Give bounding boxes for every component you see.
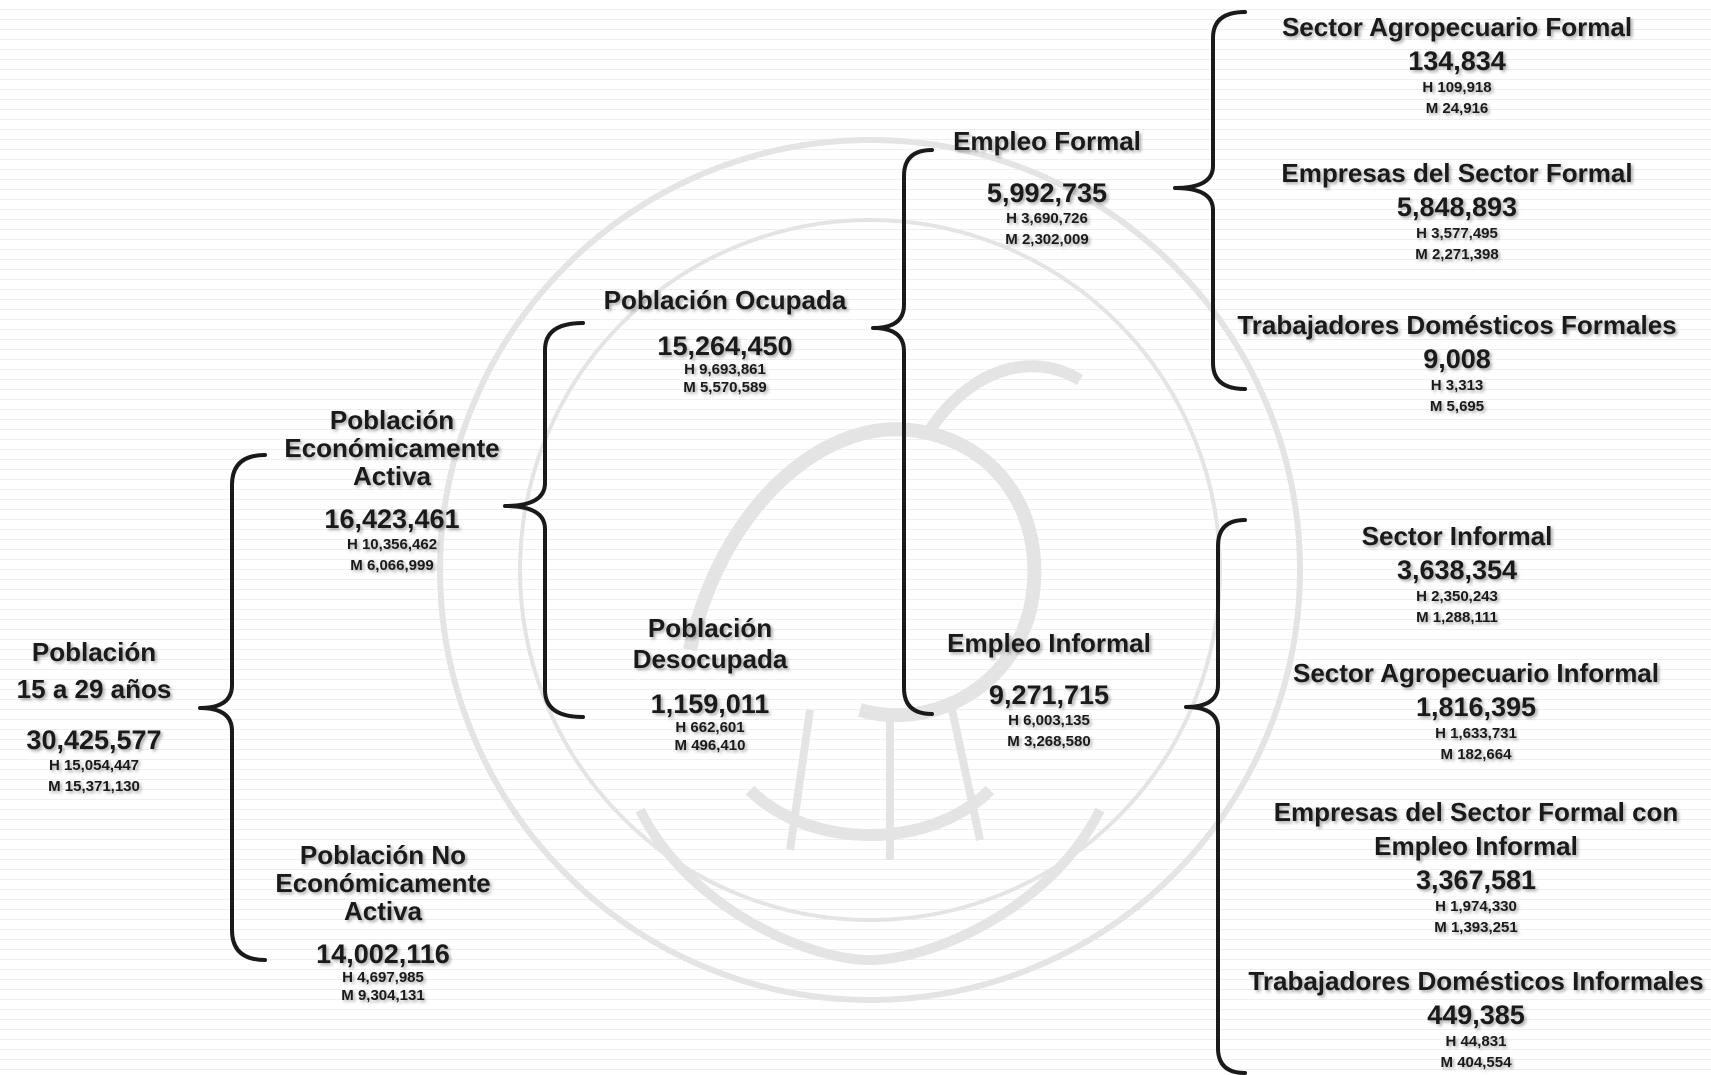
node-men: H 44,831 xyxy=(1445,1033,1507,1050)
node-men: H 3,690,726 xyxy=(1006,210,1088,227)
node-label: Sector Informal xyxy=(1361,521,1553,551)
node-women: M 6,066,999 xyxy=(350,557,434,574)
node-total: 5,992,735 xyxy=(986,178,1108,208)
node-men: H 15,054,447 xyxy=(48,757,140,774)
node-women: M 5,570,589 xyxy=(683,379,767,396)
node-label: Trabajadores Domésticos Formales xyxy=(1237,310,1677,340)
node-label: Desocupada xyxy=(632,644,788,674)
node-total: 14,002,116 xyxy=(316,939,450,969)
node-men: H 2,350,243 xyxy=(1416,588,1498,605)
node-label: Población xyxy=(31,637,157,667)
node-label: Económicamente xyxy=(284,433,500,463)
node-empresas-sector-formal: Empresas del Sector Formal 5,848,893 H 3… xyxy=(1281,158,1632,265)
node-sector-agropecuario-formal: Sector Agropecuario Formal 134,834 H 109… xyxy=(1282,12,1632,119)
node-total: 5,848,893 xyxy=(1396,192,1518,222)
node-total: 15,264,450 xyxy=(657,331,793,361)
node-label: Sector Agropecuario Informal xyxy=(1293,658,1659,688)
node-women: M 496,410 xyxy=(674,737,746,754)
node-poblacion-ocupada: Población Ocupada 15,264,450 H 9,693,861… xyxy=(604,285,847,397)
bracket-pea xyxy=(503,321,585,719)
node-men: H 6,003,135 xyxy=(1008,712,1090,729)
node-total: 3,367,581 xyxy=(1415,865,1537,895)
node-label: Población Ocupada xyxy=(603,285,847,315)
node-label: Empresas del Sector Formal xyxy=(1281,158,1633,188)
node-empleo-formal: Empleo Formal 5,992,735 H 3,690,726 M 2,… xyxy=(953,126,1141,250)
node-women: M 1,393,251 xyxy=(1434,919,1518,936)
node-women: M 5,695 xyxy=(1429,398,1485,415)
node-label: Población No xyxy=(299,840,467,870)
bracket-informal xyxy=(1184,518,1247,1075)
node-poblacion-no-economicamente-activa: Población No Económicamente Activa 14,00… xyxy=(275,841,490,1005)
node-women: M 9,304,131 xyxy=(341,987,425,1004)
node-men: H 3,577,495 xyxy=(1416,225,1498,242)
node-total: 9,271,715 xyxy=(988,680,1110,710)
node-men: H 10,356,462 xyxy=(346,536,438,553)
bracket-ocupada xyxy=(871,148,934,716)
node-total: 449,385 xyxy=(1427,1000,1525,1030)
node-women: M 404,554 xyxy=(1440,1054,1512,1071)
bracket-root xyxy=(198,453,267,962)
node-total: 16,423,461 xyxy=(324,504,460,534)
node-empresas-formal-con-empleo-informal: Empresas del Sector Formal con Empleo In… xyxy=(1274,795,1679,938)
node-total: 30,425,577 xyxy=(26,725,162,755)
node-label: Empleo Informal xyxy=(1374,831,1578,861)
node-women: M 1,288,111 xyxy=(1416,609,1498,626)
node-label: Empresas del Sector Formal con xyxy=(1273,797,1679,827)
node-total: 1,159,011 xyxy=(650,689,770,719)
node-label: Económicamente xyxy=(275,868,491,898)
node-men: H 1,974,330 xyxy=(1435,898,1517,915)
node-empleo-informal: Empleo Informal 9,271,715 H 6,003,135 M … xyxy=(947,628,1151,752)
node-poblacion-economicamente-activa: Población Económicamente Activa 16,423,4… xyxy=(284,406,499,576)
node-men: H 4,697,985 xyxy=(342,969,424,986)
node-women: M 3,268,580 xyxy=(1007,733,1091,750)
node-poblacion-desocupada: Población Desocupada 1,159,011 H 662,601… xyxy=(633,613,788,755)
node-total: 9,008 xyxy=(1423,344,1491,374)
node-label: Empleo Informal xyxy=(947,628,1151,658)
node-label: Sector Agropecuario Formal xyxy=(1281,12,1633,42)
node-women: M 15,371,130 xyxy=(48,778,140,795)
node-sector-agropecuario-informal: Sector Agropecuario Informal 1,816,395 H… xyxy=(1293,658,1659,765)
node-men: H 1,633,731 xyxy=(1435,725,1517,742)
node-women: M 2,302,009 xyxy=(1005,231,1089,248)
node-women: M 182,664 xyxy=(1440,746,1512,763)
node-label: Población xyxy=(329,405,455,435)
node-label: Empleo Formal xyxy=(953,126,1141,156)
node-label: Trabajadores Domésticos Informales xyxy=(1248,966,1704,996)
node-label: Activa xyxy=(343,896,423,926)
node-label: 15 a 29 años xyxy=(16,674,172,704)
node-men: H 9,693,861 xyxy=(684,361,766,378)
node-poblacion-15-29: Población 15 a 29 años 30,425,577 H 15,0… xyxy=(17,637,172,797)
node-sector-informal: Sector Informal 3,638,354 H 2,350,243 M … xyxy=(1362,521,1553,628)
bracket-formal xyxy=(1173,10,1247,391)
node-men: H 109,918 xyxy=(1422,79,1492,96)
node-total: 1,816,395 xyxy=(1415,692,1537,722)
node-women: M 24,916 xyxy=(1425,100,1489,117)
node-total: 134,834 xyxy=(1408,46,1506,76)
node-trabajadores-domesticos-formales: Trabajadores Domésticos Formales 9,008 H… xyxy=(1237,310,1676,417)
node-total: 3,638,354 xyxy=(1396,555,1518,585)
node-men: H 662,601 xyxy=(675,719,745,736)
node-men: H 3,313 xyxy=(1430,377,1484,394)
node-women: M 2,271,398 xyxy=(1415,246,1499,263)
node-label: Activa xyxy=(352,461,432,491)
node-label: Población xyxy=(647,613,773,643)
node-trabajadores-domesticos-informales: Trabajadores Domésticos Informales 449,3… xyxy=(1248,966,1703,1073)
